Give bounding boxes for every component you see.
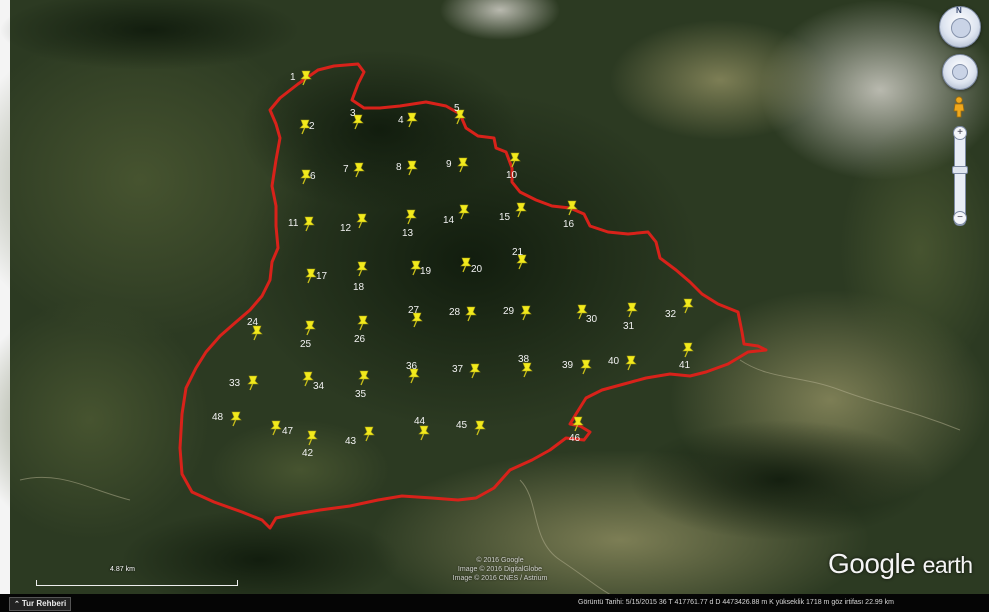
logo-google-text: Google [828, 548, 916, 579]
terrain-patch [0, 300, 210, 540]
copyright-line: Image © 2016 CNES / Astrium [452, 575, 548, 582]
pin-label: 17 [316, 271, 328, 282]
imagery-copyright: © 2016 Google Image © 2016 DigitalGlobe … [440, 556, 560, 583]
pin-label: 28 [449, 307, 461, 318]
pin-label: 20 [471, 264, 483, 275]
pin-label: 18 [353, 282, 365, 293]
terrain-patch [440, 0, 560, 40]
pin-label: 32 [665, 309, 677, 320]
forest-area [0, 0, 300, 70]
tour-guide-icon: ⌃ [14, 601, 20, 608]
tour-guide-label: Tur Rehberi [21, 599, 67, 608]
pin-label: 21 [512, 247, 524, 258]
pin-label: 41 [679, 360, 691, 371]
pin-label: 11 [288, 218, 299, 229]
scale-label: 4.87 km [110, 566, 135, 573]
terrain-patch [840, 120, 989, 380]
pin-label: 9 [446, 159, 452, 170]
pin-label: 34 [313, 381, 325, 392]
tour-guide-button[interactable]: ⌃Tur Rehberi [9, 597, 72, 611]
terrain-patch [610, 20, 830, 140]
pin-label: 27 [408, 305, 420, 316]
look-joystick-center [952, 64, 968, 80]
pin-label: 33 [229, 378, 241, 389]
pin-label: 5 [454, 103, 460, 114]
road [19, 476, 131, 501]
road [519, 479, 621, 601]
street-view-pegman-icon[interactable] [952, 96, 966, 118]
pin-label: 40 [608, 356, 620, 367]
pin-label: 16 [563, 219, 575, 230]
pin-label: 1 [290, 72, 296, 83]
pin-label: 42 [302, 448, 314, 459]
status-bar [0, 594, 989, 612]
forest-area [240, 50, 520, 210]
pin-label: 30 [586, 314, 598, 325]
pin-label: 35 [355, 389, 367, 400]
pin-label: 6 [310, 171, 316, 182]
pin-label: 12 [340, 223, 352, 234]
pin-label: 38 [518, 354, 530, 365]
pin-label: 29 [503, 306, 515, 317]
pin-label: 3 [350, 108, 356, 119]
pin-label: 37 [452, 364, 464, 375]
copyright-line: © 2016 Google [476, 557, 524, 564]
pin-label: 10 [506, 170, 518, 181]
zoom-slider-thumb[interactable] [952, 166, 968, 174]
logo-earth-text: earth [922, 552, 973, 578]
compass-center [951, 18, 971, 38]
terrain-patch [210, 420, 390, 520]
pin-label: 46 [569, 433, 581, 444]
pin-label: 36 [406, 361, 418, 372]
zoom-out-button[interactable]: − [953, 211, 967, 225]
look-joystick-icon[interactable] [942, 54, 978, 90]
north-indicator: N [956, 6, 962, 15]
copyright-line: Image © 2016 DigitalGlobe [457, 566, 543, 573]
google-earth-logo: Google earth [828, 548, 973, 580]
pin-label: 24 [247, 317, 259, 328]
terrain-patch [0, 20, 320, 340]
pin-label: 47 [282, 426, 294, 437]
boundary-polygon [178, 62, 768, 530]
pin-label: 8 [396, 162, 402, 173]
pin-label: 13 [402, 228, 414, 239]
pin-label: 31 [623, 321, 635, 332]
pin-label: 25 [300, 339, 312, 350]
pin-label: 7 [343, 164, 349, 175]
pin-label: 43 [345, 436, 357, 447]
pin-label: 26 [354, 334, 366, 345]
pin-label: 45 [456, 420, 468, 431]
status-info: Görüntü Tarihi: 5/15/2015 36 T 417761.77… [578, 599, 894, 606]
pin-label: 14 [443, 215, 455, 226]
pin-label: 15 [499, 212, 511, 223]
pin-label: 39 [562, 360, 574, 371]
forest-area [630, 420, 930, 540]
zoom-in-button[interactable]: + [953, 126, 967, 140]
compass-ring-icon[interactable]: N [939, 6, 981, 48]
pin-label: 44 [414, 416, 426, 427]
pin-label: 19 [420, 266, 432, 277]
left-border [0, 0, 10, 612]
pin-label: 48 [212, 412, 224, 423]
pin-label: 2 [309, 121, 315, 132]
placemark-pins: 1 2 3 4 5 6 7 8 9 10 11 12 13 [212, 70, 694, 459]
road [739, 359, 961, 431]
scale-bar [36, 580, 238, 586]
pin-label: 4 [398, 115, 404, 126]
